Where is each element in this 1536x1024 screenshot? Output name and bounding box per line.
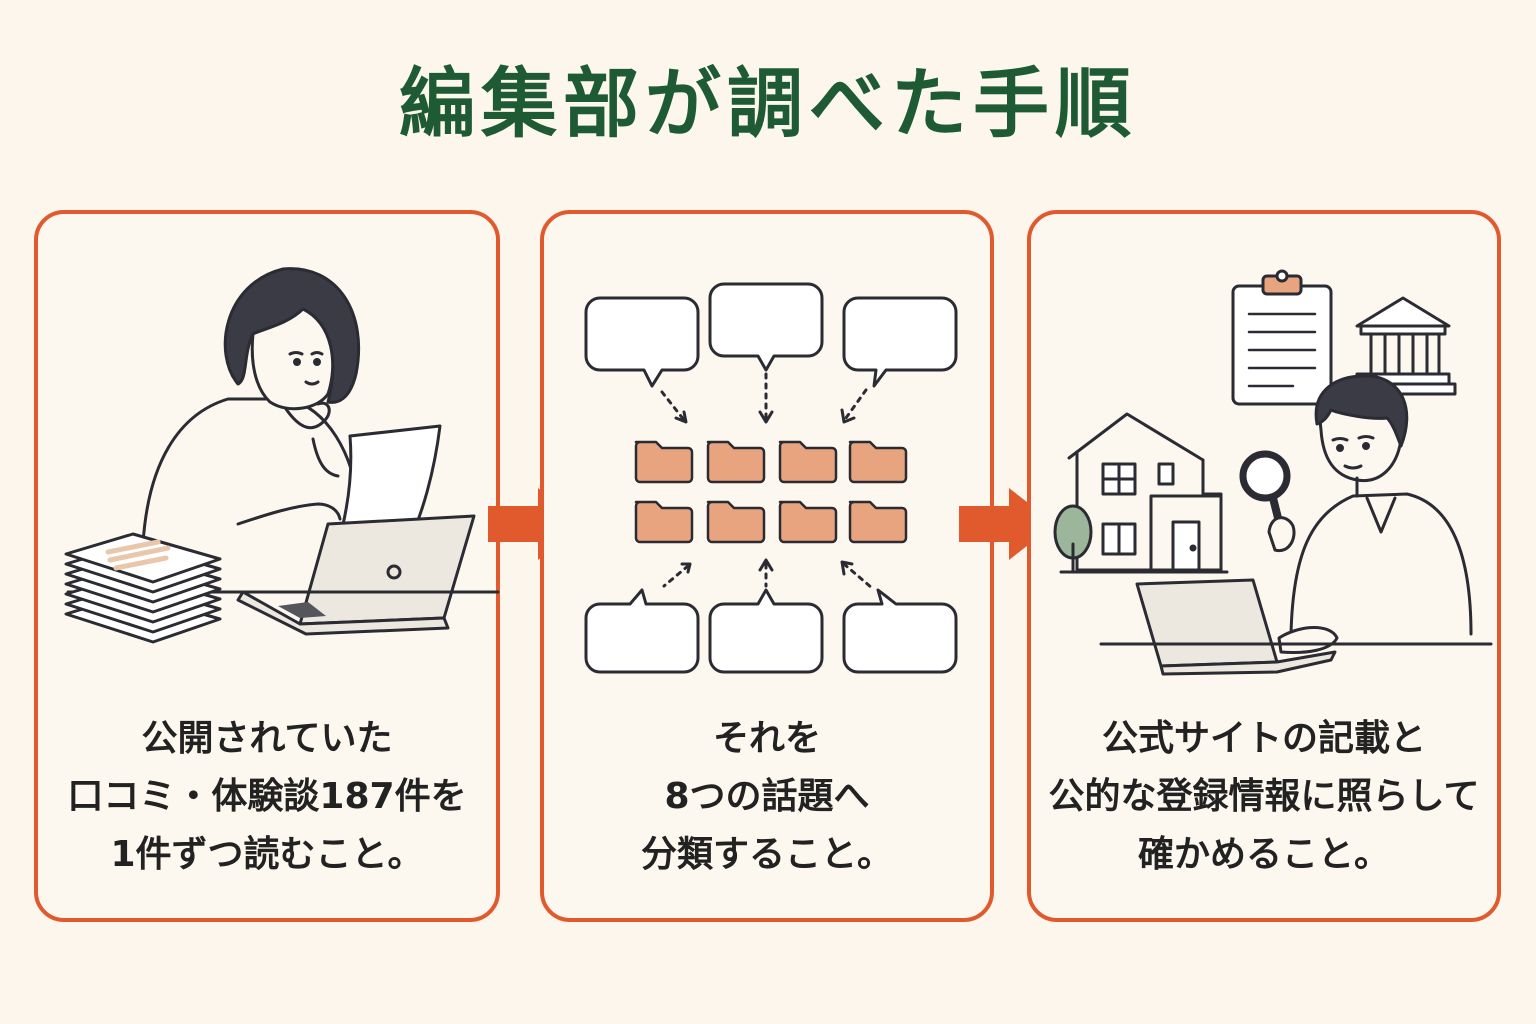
man-verifying-with-magnifier-illustration (1053, 269, 1493, 676)
page-title: 編集部が調べた手順 (399, 59, 1137, 148)
step-panel-1: 公開されていた 口コミ・体験談187件を 1件ずつ読むこと。 (34, 210, 500, 922)
caption-line: 口コミ・体験談187件を (67, 776, 467, 817)
step-caption-1: 公開されていた 口コミ・体験談187件を 1件ずつ読むこと。 (38, 710, 496, 884)
step-panel-2: それを 8つの話題へ 分類すること。 (540, 210, 994, 922)
caption-line: 分類すること。 (640, 834, 893, 875)
caption-line: それを (712, 718, 821, 759)
step-caption-3: 公式サイトの記載と 公的な登録情報に照らして 確かめること。 (1031, 710, 1497, 884)
caption-line: 8つの話題へ (664, 776, 870, 817)
woman-reading-reviews-illustration (64, 267, 500, 644)
caption-line: 1件ずつ読むこと。 (110, 834, 424, 875)
caption-line: 公式サイトの記載と (1101, 718, 1426, 759)
speech-bubbles-to-folders-illustration (584, 282, 958, 674)
step-caption-2: それを 8つの話題へ 分類すること。 (544, 710, 990, 884)
step-panel-3: 公式サイトの記載と 公的な登録情報に照らして 確かめること。 (1027, 210, 1501, 922)
caption-line: 確かめること。 (1137, 834, 1390, 875)
caption-line: 公開されていた (141, 718, 393, 759)
caption-line: 公的な登録情報に照らして (1048, 776, 1480, 817)
